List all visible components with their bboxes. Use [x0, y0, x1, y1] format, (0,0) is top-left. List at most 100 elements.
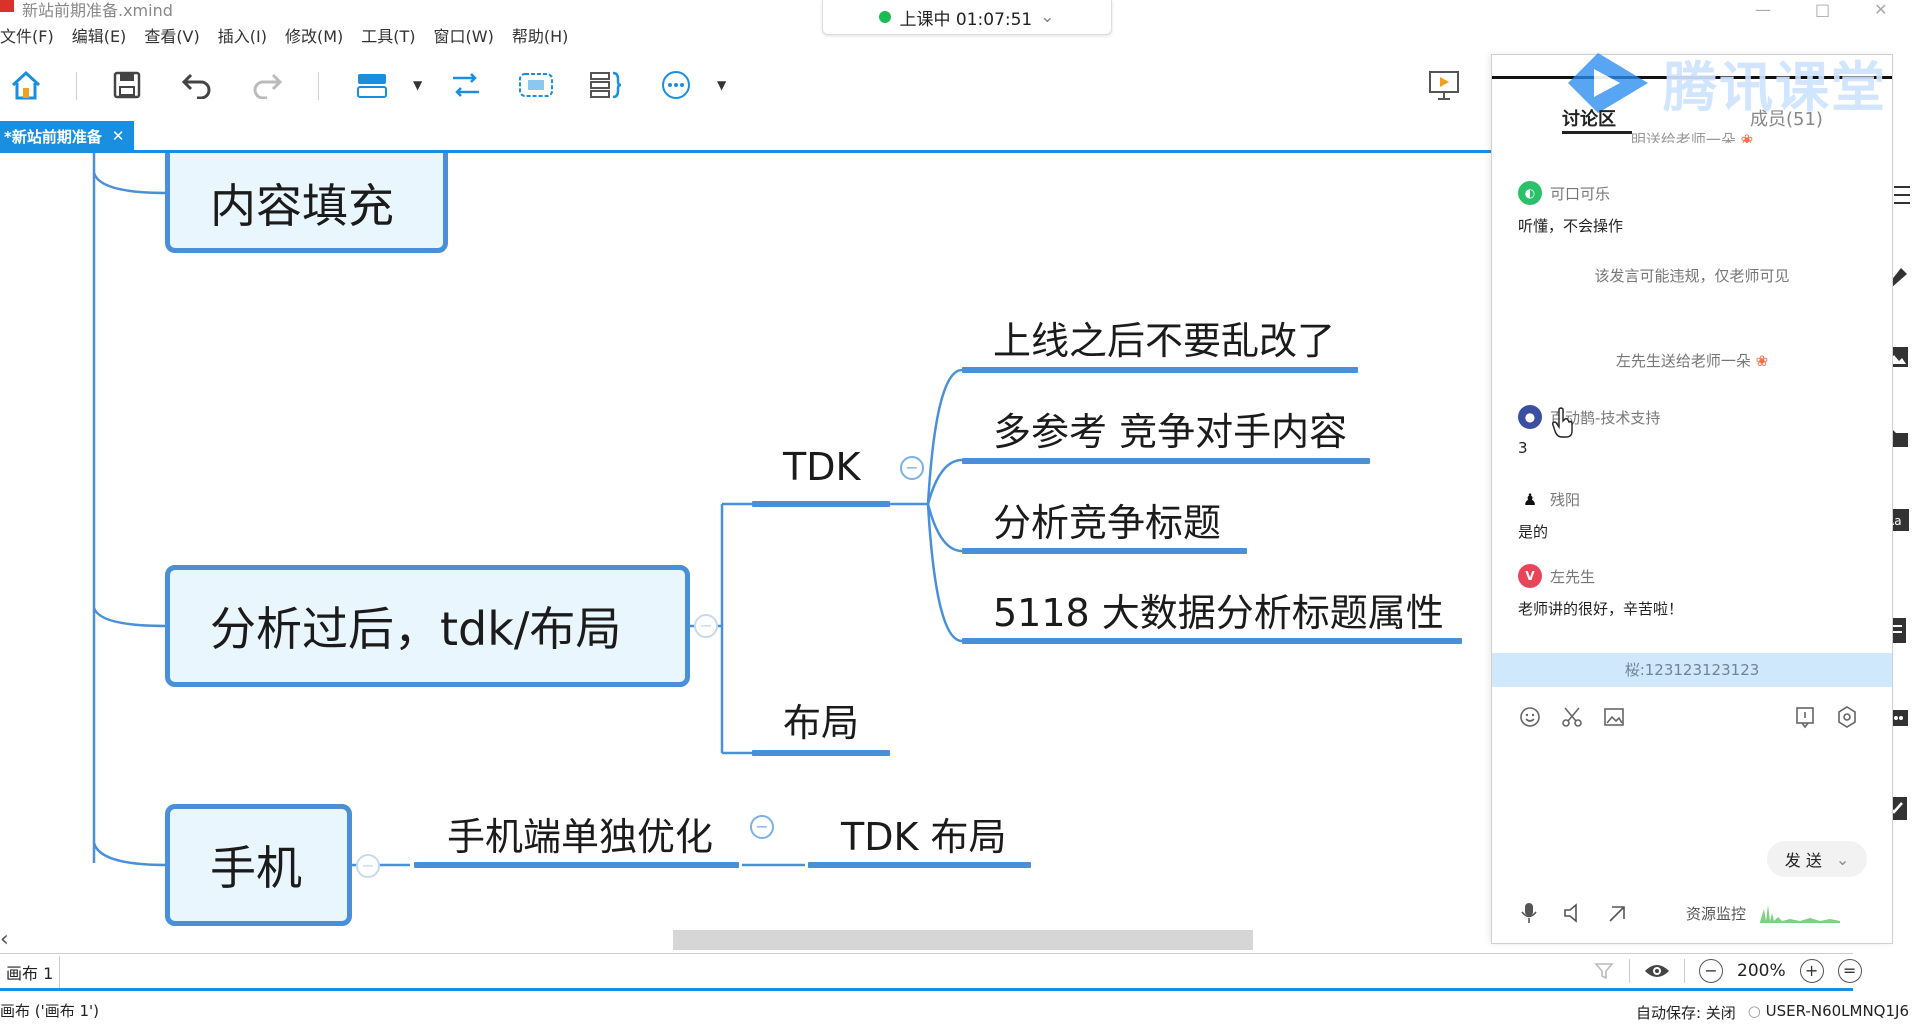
eye-icon[interactable] [1644, 962, 1670, 980]
toolbar-divider [318, 72, 319, 100]
redo-icon[interactable] [247, 62, 287, 108]
boundary-icon[interactable] [516, 62, 556, 108]
chevron-down-icon: ⌄ [1040, 7, 1055, 27]
menu-view[interactable]: 查看(V) [144, 27, 200, 46]
chat-message: ♟ 残阳 是的 [1518, 487, 1878, 542]
message-header: V 左先生 [1518, 564, 1878, 588]
filter-icon[interactable] [1593, 960, 1615, 982]
collapse-toggle-icon[interactable]: − [694, 614, 718, 638]
chat-tabs: 讨论区 成员(51) [1492, 97, 1892, 134]
save-icon[interactable] [107, 62, 147, 108]
menu-edit[interactable]: 编辑(E) [71, 27, 127, 46]
minimize-button[interactable]: — [1755, 0, 1771, 19]
flower-icon: ❀ [1755, 352, 1769, 370]
avatar[interactable]: V [1518, 564, 1542, 588]
subtopic-reference-competitors[interactable]: 多参考 竞争对手内容 [993, 410, 1348, 454]
sheet-tab[interactable]: 画布 1 [0, 956, 61, 988]
collapse-toggle-icon[interactable]: − [900, 456, 924, 480]
presentation-icon[interactable] [1424, 62, 1464, 108]
close-icon[interactable]: ✕ [111, 127, 125, 145]
subtopic-underline [962, 367, 1358, 373]
message-user[interactable]: 可口可乐 [1550, 184, 1611, 203]
avatar[interactable]: ● [1518, 405, 1542, 429]
emoji-icon[interactable] [1518, 705, 1542, 729]
subtopic-no-change-after-launch[interactable]: 上线之后不要乱改了 [993, 319, 1336, 363]
message-text: 3 [1518, 439, 1528, 457]
subtopic-5118-title-analysis[interactable]: 5118 大数据分析标题属性 [993, 591, 1444, 635]
menu-window[interactable]: 窗口(W) [433, 27, 494, 46]
scroll-left-arrow-icon[interactable]: ‹ [0, 927, 9, 952]
undo-icon[interactable] [177, 62, 217, 108]
home-icon[interactable] [6, 62, 46, 108]
live-indicator-icon [879, 11, 892, 23]
menu-insert[interactable]: 插入(I) [217, 27, 267, 46]
live-class-status[interactable]: 上课中 01:07:51 ⌄ [822, 0, 1112, 35]
topic-mobile[interactable]: 手机 [165, 804, 352, 926]
summary-icon[interactable] [585, 62, 625, 108]
status-bar: 画布 ('画布 1') 自动保存: 关闭 ○ USER-N60LMNQ1J6 [0, 996, 1913, 1026]
avatar[interactable]: ♟ [1518, 487, 1542, 511]
document-tab[interactable]: *新站前期准备 ✕ [0, 121, 135, 151]
more-icon[interactable] [656, 62, 696, 108]
message-user[interactable]: 左先生 [1550, 567, 1596, 586]
maximize-button[interactable]: □ [1815, 0, 1831, 19]
chevron-down-icon[interactable]: ▼ [717, 78, 727, 92]
tab-members[interactable]: 成员(51) [1750, 109, 1823, 130]
collapse-toggle-icon[interactable]: − [356, 854, 380, 878]
microphone-icon[interactable] [1518, 901, 1540, 925]
menu-tools[interactable]: 工具(T) [361, 27, 416, 46]
topic-content-fill[interactable]: 内容填充 [165, 153, 448, 253]
close-window-button[interactable]: ✕ [1874, 0, 1888, 19]
message-text: 老师讲的很好，辛苦啦！ [1518, 600, 1684, 618]
user-status: ○ USER-N60LMNQ1J6 [1748, 1002, 1909, 1023]
fit-map-button[interactable]: = [1837, 959, 1862, 983]
subtopic-tdk[interactable]: TDK [783, 445, 861, 489]
zoom-level[interactable]: 200% [1737, 961, 1786, 981]
autosave-status[interactable]: 自动保存: 关闭 [1635, 1004, 1736, 1022]
question-board-icon[interactable] [1793, 705, 1817, 729]
status-right: 自动保存: 关闭 ○ USER-N60LMNQ1J6 [1636, 1002, 1909, 1023]
image-icon[interactable] [1602, 705, 1626, 729]
toolbar: ▼ ▼ [0, 62, 1500, 108]
settings-icon[interactable] [1835, 705, 1859, 729]
subtopic-underline [962, 548, 1247, 554]
send-button[interactable]: 发 送 ⌄ [1767, 841, 1867, 877]
zoom-in-button[interactable]: + [1799, 959, 1824, 983]
divider [1629, 959, 1630, 983]
tab-discussion[interactable]: 讨论区 [1562, 109, 1616, 130]
relationship-icon[interactable] [446, 62, 486, 108]
zoom-out-button[interactable]: − [1699, 959, 1723, 983]
mindmap-canvas[interactable]: 内容填充 分析过后，tdk/布局 − 手机 − TDK − 布局 上线之后不要乱… [0, 153, 1493, 933]
subtopic-mobile-optimization[interactable]: 手机端单独优化 [447, 815, 714, 859]
highlighted-message[interactable]: 桜:123123123123 [1492, 653, 1892, 687]
collapse-toggle-icon[interactable]: − [750, 815, 774, 839]
message-header: ◐ 可口可乐 [1518, 181, 1878, 205]
speaker-icon[interactable] [1562, 901, 1584, 925]
violation-notice: 该发言可能违规，仅老师可见 [1594, 267, 1790, 285]
screenshot-scissors-icon[interactable] [1560, 705, 1584, 729]
resource-monitor-label[interactable]: 资源监控 [1686, 905, 1747, 923]
zoom-controls: − 200% + = [1593, 956, 1862, 986]
topic-label: 手机 [210, 841, 302, 895]
horizontal-scrollbar-thumb[interactable] [673, 930, 1253, 950]
topic-icon[interactable] [352, 62, 392, 108]
message-text: 是的 [1518, 523, 1549, 541]
subtopic-tdk-layout[interactable]: TDK 布局 [841, 815, 1007, 859]
subtopic-analyze-competitor-titles[interactable]: 分析竞争标题 [993, 501, 1222, 545]
menu-help[interactable]: 帮助(H) [511, 27, 569, 46]
message-header: ♟ 残阳 [1518, 487, 1878, 511]
hand-raise-icon[interactable] [1606, 901, 1628, 925]
menu-modify[interactable]: 修改(M) [284, 27, 344, 46]
subtopic-layout[interactable]: 布局 [783, 701, 860, 745]
message-user[interactable]: 百动鹊-技术支持 [1550, 408, 1661, 427]
chevron-down-icon[interactable]: ⌄ [1835, 849, 1850, 869]
subtopic-underline [808, 862, 1031, 868]
avatar[interactable]: ◐ [1518, 181, 1542, 205]
topic-analysis[interactable]: 分析过后，tdk/布局 [165, 565, 690, 687]
sheet-bar-underline [0, 988, 1853, 991]
message-user[interactable]: 残阳 [1550, 490, 1581, 509]
flower-icon: ❀ [1735, 131, 1754, 143]
active-tab-indicator [1562, 131, 1632, 134]
menu-file[interactable]: 文件(F) [0, 27, 54, 46]
chevron-down-icon[interactable]: ▼ [413, 78, 423, 92]
